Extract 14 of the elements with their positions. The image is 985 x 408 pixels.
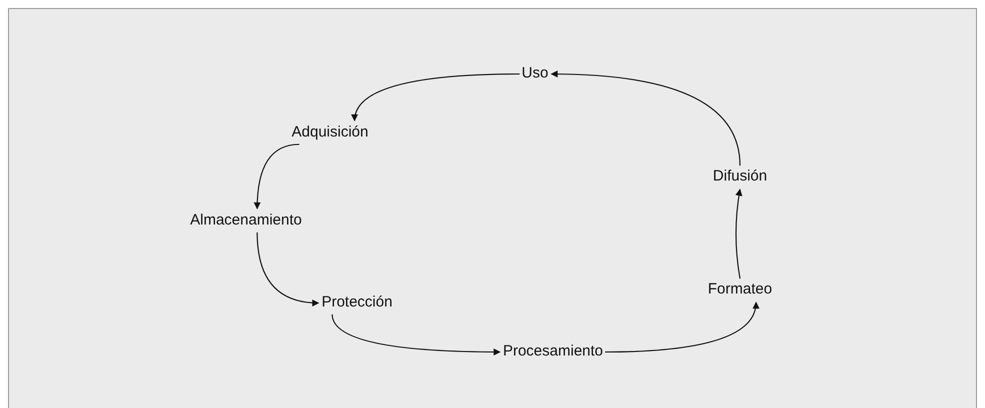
arrow [605, 302, 759, 353]
arrow [332, 314, 501, 356]
arrow [735, 188, 742, 279]
stage-label: Procesamiento [502, 342, 604, 362]
stage-label: Formateo [708, 280, 772, 300]
arrow [550, 70, 741, 166]
stage-label: Almacenamiento [190, 212, 302, 230]
arrow [352, 73, 520, 122]
arrow [256, 232, 320, 306]
stage-label: Difusión [712, 168, 768, 186]
arrow [254, 144, 300, 210]
stage-label: Adquisición [292, 124, 368, 142]
stage-label: Protección [322, 294, 392, 312]
stage-label: Uso [522, 64, 548, 84]
